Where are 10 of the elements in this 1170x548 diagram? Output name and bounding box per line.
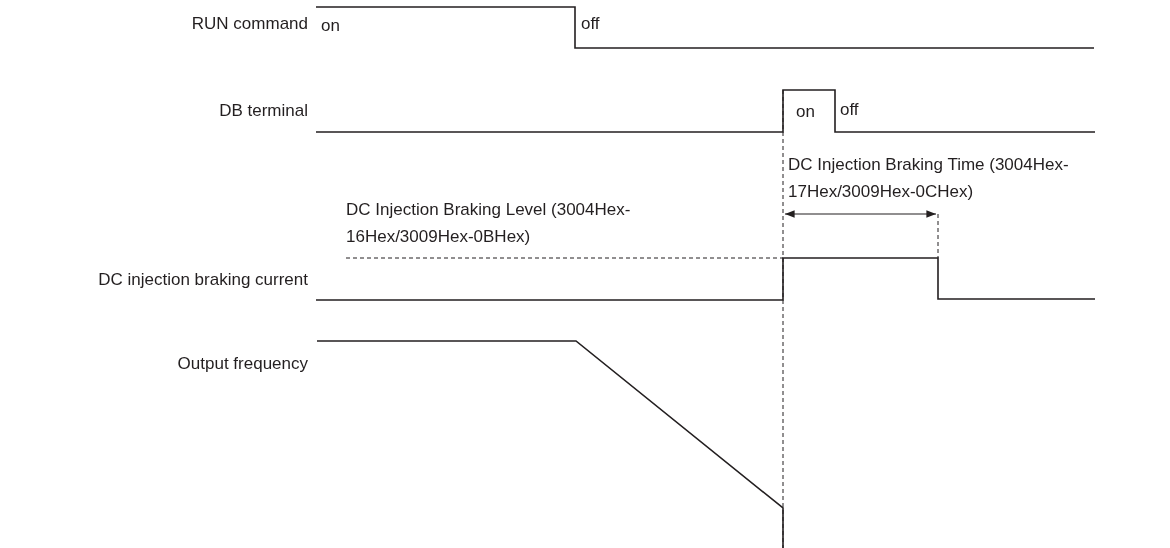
signal-name: DC injection braking current [98,269,308,291]
signal-name: RUN command [191,13,308,35]
signal-name: DB terminal [219,100,308,122]
state-label: off [840,99,859,121]
state-label: on [321,15,340,37]
parameter-note: DC Injection Braking Level (3004Hex-16Hex/3009Hex-0BHex) [346,199,632,248]
state-label: off [581,13,600,35]
parameter-note: DC Injection Braking Time (3004Hex-17Hex/3009Hex-0CHex) [788,154,1070,203]
signal-name: Output frequency [177,353,308,375]
state-label: on [796,101,815,123]
